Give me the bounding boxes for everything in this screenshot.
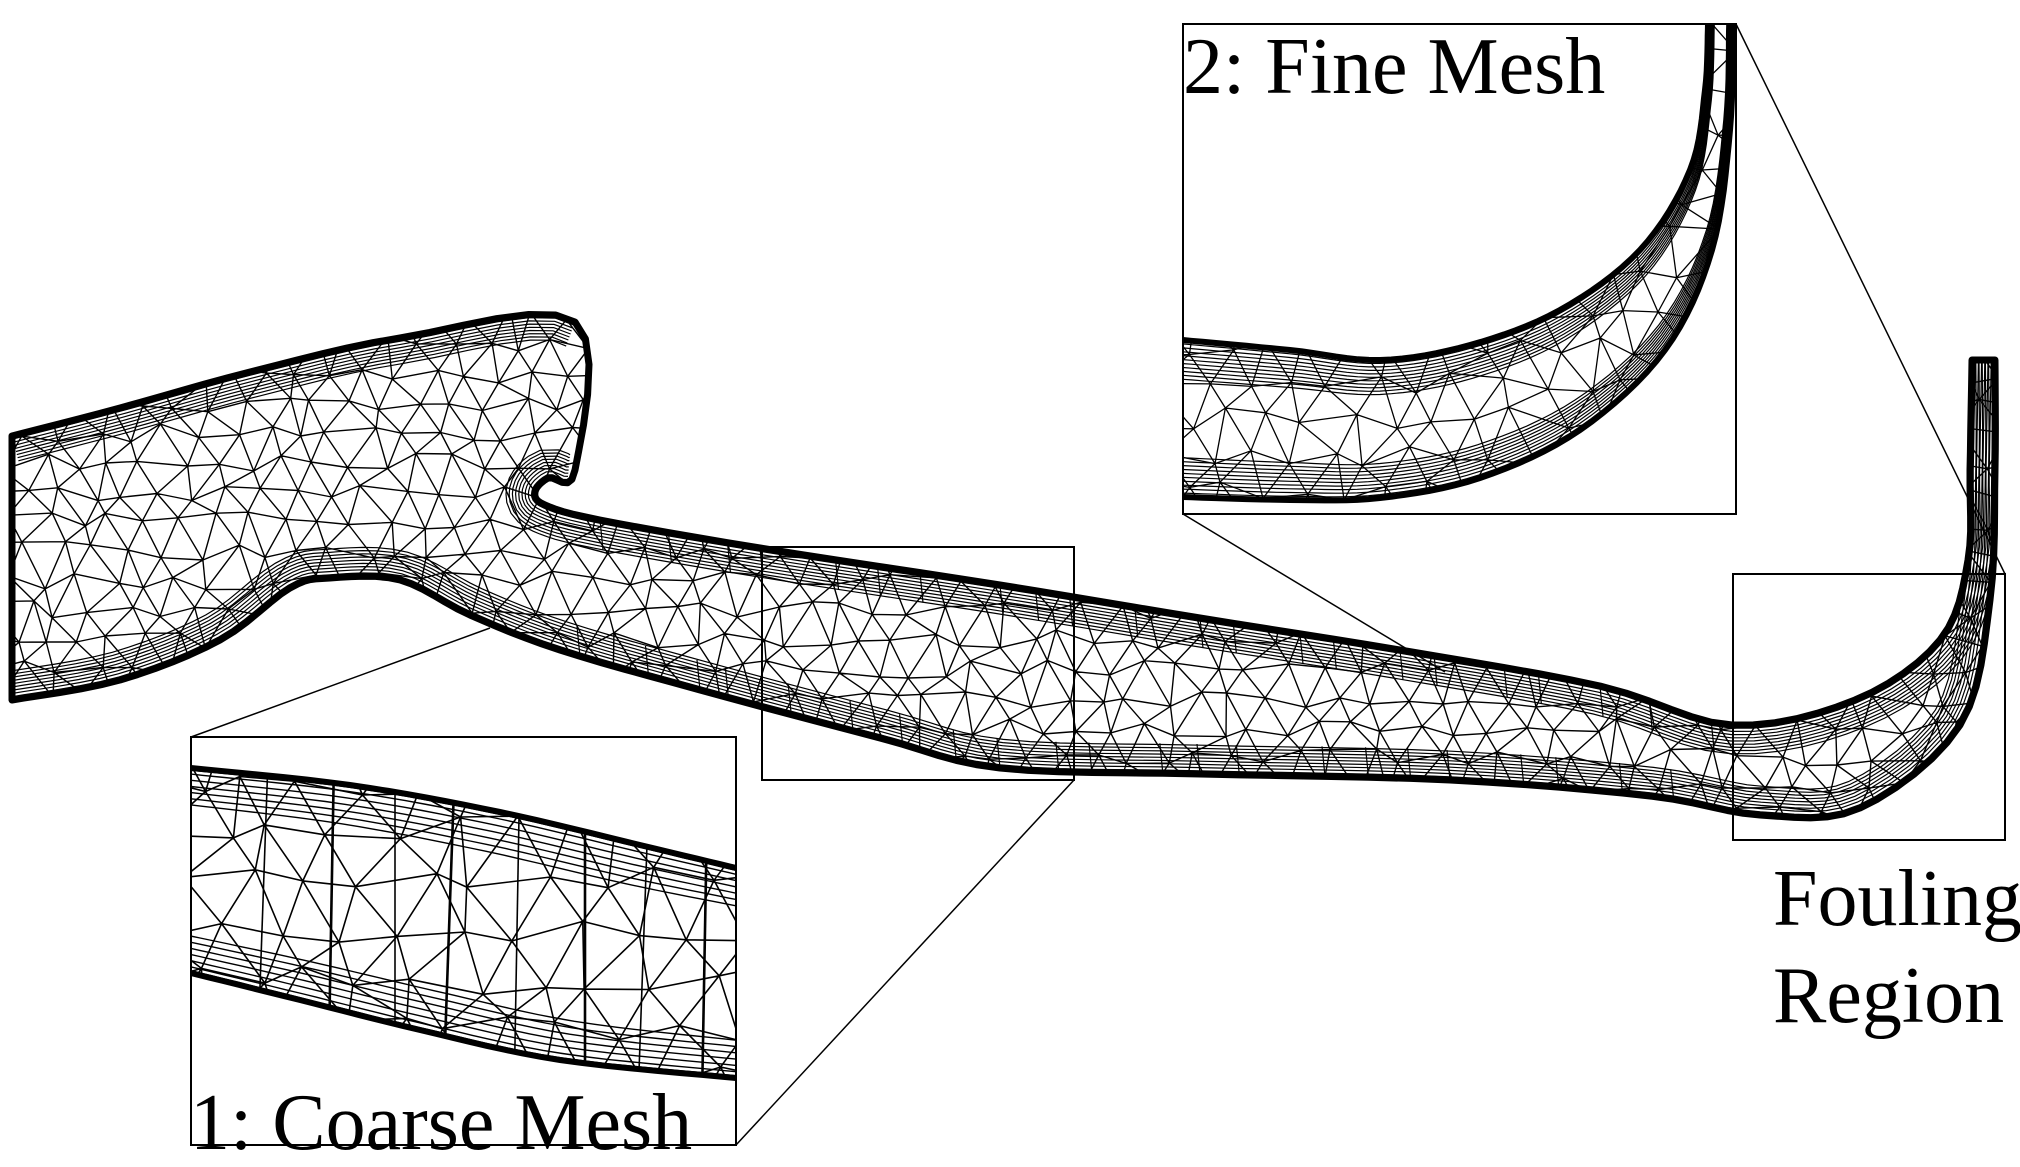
inset-coarse-mesh (190, 736, 737, 1146)
fouling-label-line2: Region (1773, 952, 2005, 1040)
zoom-connector-lines (190, 23, 2006, 1146)
fouling-region-label: Fouling Region (1773, 851, 2020, 1045)
fine-mesh-label: 2: Fine Mesh (1183, 23, 1606, 111)
zoom-box-coarse (761, 546, 1075, 781)
coarse-mesh-label: 1: Coarse Mesh (190, 1079, 693, 1167)
duct-wall-outline (8, 311, 1999, 822)
zoom-box-fouling (1732, 573, 2006, 841)
fouling-label-line1: Fouling (1773, 855, 2020, 943)
inset-fine-mesh (1182, 23, 1737, 515)
